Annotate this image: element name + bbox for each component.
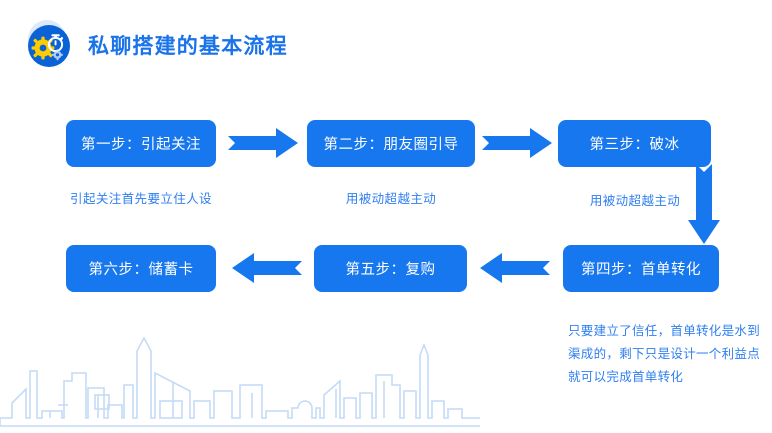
flow-step-5-box[interactable]: 第五步：复购 (314, 245, 467, 292)
brand-logo (28, 21, 96, 69)
arrow-step1-to-step2 (228, 128, 298, 158)
page-title: 私聊搭建的基本流程 (88, 35, 288, 58)
flow-step-2-caption: 用被动超越主动 (345, 192, 437, 206)
city-skyline-outline (0, 323, 480, 433)
arrow-step4-to-step5 (480, 253, 550, 283)
flow-step-1-caption: 引起关注首先要立住人设 (70, 192, 212, 206)
arrow-step5-to-step6 (232, 253, 302, 283)
flow-step-1-box[interactable]: 第一步：引起关注 (66, 120, 216, 167)
flow-step-6-box[interactable]: 第六步：储蓄卡 (66, 245, 216, 292)
slide-header: 私聊搭建的基本流程 (0, 0, 772, 90)
flow-step-3-caption: 用被动超越主动 (589, 194, 681, 208)
flow-step-2-box[interactable]: 第二步：朋友圈引导 (307, 120, 475, 167)
flow-step-4-box[interactable]: 第四步：首单转化 (563, 245, 719, 292)
flow-step-3-box[interactable]: 第三步：破冰 (558, 120, 711, 167)
gear-stopwatch-icon (28, 25, 70, 67)
first-order-conversion-note: 只要建立了信任，首单转化是水到渠成的，剩下只是设计一个利益点就可以完成首单转化 (568, 324, 761, 384)
arrow-step3-to-step4 (688, 164, 720, 244)
arrow-step2-to-step3 (482, 128, 552, 158)
